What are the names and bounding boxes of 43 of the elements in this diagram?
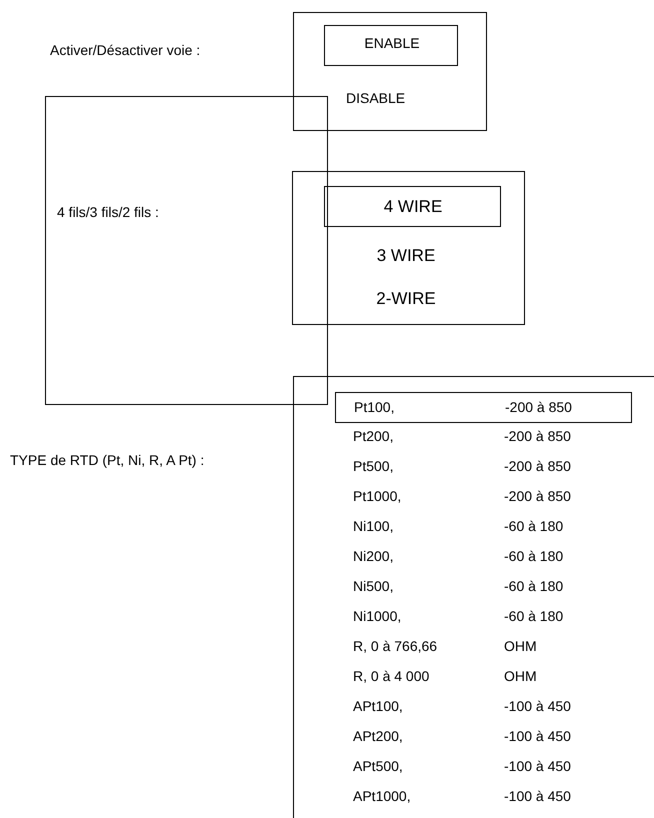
selected-option-box <box>324 186 501 227</box>
option-text: -60 à 180 <box>504 577 564 595</box>
option-text: 2-WIRE <box>376 290 436 308</box>
option-text: R, 0 à 4 000 <box>353 667 430 685</box>
option-text: Pt100, <box>354 398 394 416</box>
option-text: -60 à 180 <box>504 517 564 535</box>
option-box <box>293 12 487 131</box>
option-text: APt100, <box>353 697 403 715</box>
setting-label: TYPE de RTD (Pt, Ni, R, A Pt) : <box>10 451 204 469</box>
selected-option-box <box>324 25 458 66</box>
option-text: 4 WIRE <box>384 198 442 216</box>
setting-label: Activer/Désactiver voie : <box>50 41 200 59</box>
option-text: Pt500, <box>353 457 394 475</box>
option-text: Pt1000, <box>353 487 402 505</box>
option-text: -60 à 180 <box>504 547 564 565</box>
option-text: APt200, <box>353 727 403 745</box>
option-text: DISABLE <box>346 89 406 107</box>
option-list-frame <box>293 376 654 818</box>
option-text: OHM <box>504 637 537 655</box>
frame-outline <box>45 96 328 405</box>
option-text: -100 à 450 <box>504 787 571 805</box>
setting-label: 4 fils/3 fils/2 fils : <box>57 203 159 221</box>
option-text: Ni1000, <box>353 607 402 625</box>
option-text: Ni500, <box>353 577 394 595</box>
option-text: ENABLE <box>364 34 420 52</box>
option-text: -100 à 450 <box>504 727 571 745</box>
option-text: R, 0 à 766,66 <box>353 637 438 655</box>
option-text: -200 à 850 <box>504 427 571 445</box>
option-text: OHM <box>504 667 537 685</box>
option-text: Pt200, <box>353 427 394 445</box>
option-text: APt1000, <box>353 787 411 805</box>
option-text: Ni100, <box>353 517 394 535</box>
option-text: Ni200, <box>353 547 394 565</box>
option-text: -200 à 850 <box>505 398 572 416</box>
option-text: -100 à 450 <box>504 757 571 775</box>
option-text: APt500, <box>353 757 403 775</box>
option-box <box>292 171 525 325</box>
option-text: -100 à 450 <box>504 697 571 715</box>
option-text: -200 à 850 <box>504 457 571 475</box>
option-text: -60 à 180 <box>504 607 564 625</box>
selected-option-box <box>335 392 632 423</box>
option-text: 3 WIRE <box>376 247 436 265</box>
option-text: -200 à 850 <box>504 487 571 505</box>
